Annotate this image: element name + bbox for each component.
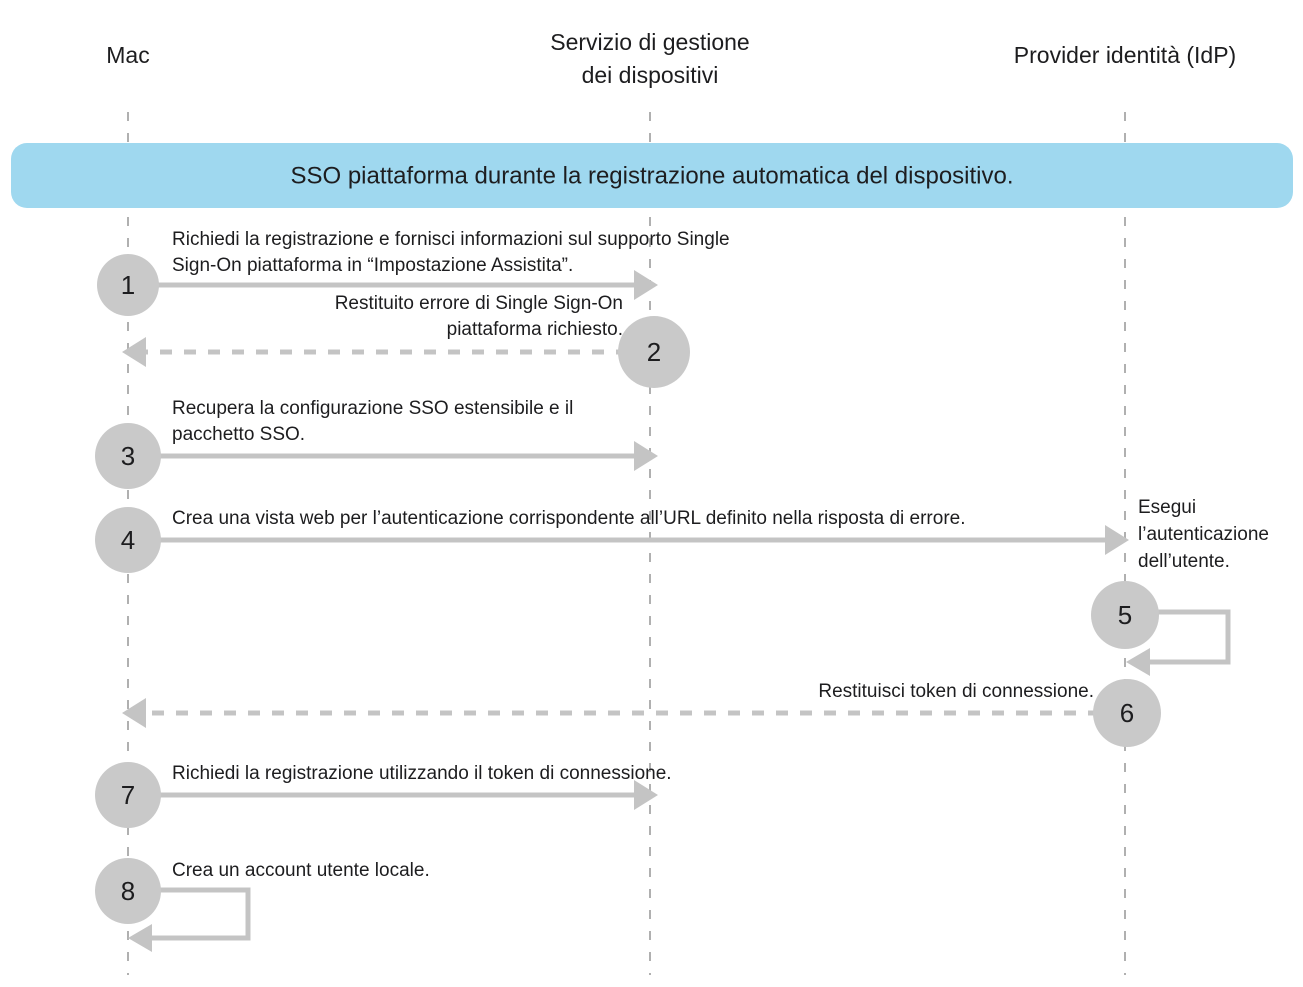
- step-5-arrow-head: [1126, 648, 1150, 676]
- step-6-label-line-1: Restituisci token di connessione.: [818, 681, 1094, 702]
- step-3-label-line-1: Recupera la configurazione SSO estensibi…: [172, 398, 573, 419]
- step-5-label-line-1: Esegui: [1138, 497, 1196, 518]
- step-8-arrow-head: [128, 924, 152, 952]
- step-2-badge[interactable]: [618, 316, 690, 388]
- step-6-badge[interactable]: [1093, 679, 1161, 747]
- step-7-arrow-head: [634, 780, 658, 810]
- lane-header-idp: Provider identità (IdP): [1014, 42, 1236, 68]
- lane-header-mdm-line1: Servizio di gestione: [550, 29, 749, 55]
- title-banner-label: SSO piattaforma durante la registrazione…: [290, 162, 1013, 189]
- step-1-label-line-1: Richiedi la registrazione e fornisci inf…: [172, 229, 730, 250]
- step-5-badge[interactable]: [1091, 581, 1159, 649]
- step-4-number: 4: [121, 525, 135, 555]
- step-8-badge[interactable]: [95, 858, 161, 924]
- step-2[interactable]: Restituito errore di Single Sign-On piat…: [122, 293, 690, 388]
- step-6[interactable]: Restituisci token di connessione. 6: [122, 679, 1161, 747]
- step-3-number: 3: [121, 441, 135, 471]
- step-3-arrow-head: [634, 441, 658, 471]
- step-4[interactable]: Crea una vista web per l’autenticazione …: [95, 507, 1129, 573]
- step-5-number: 5: [1118, 600, 1132, 630]
- step-1[interactable]: Richiedi la registrazione e fornisci inf…: [97, 229, 730, 316]
- lane-header-mdm-line2: dei dispositivi: [582, 62, 719, 88]
- step-1-number: 1: [121, 270, 135, 300]
- step-2-arrow-head: [122, 337, 146, 367]
- step-5-label-line-3: dell’utente.: [1138, 551, 1230, 572]
- step-3-badge[interactable]: [95, 423, 161, 489]
- lifelines: [127, 112, 1126, 975]
- step-2-label-line-2: piattaforma richiesto.: [447, 319, 623, 340]
- title-banner: SSO piattaforma durante la registrazione…: [11, 143, 1293, 208]
- step-1-label-line-2: Sign-On piattaforma in “Impostazione Ass…: [172, 255, 573, 276]
- step-7-badge[interactable]: [95, 762, 161, 828]
- step-4-arrow-head: [1105, 525, 1129, 555]
- step-4-badge[interactable]: [95, 507, 161, 573]
- step-5-loop-line: [1150, 609, 1231, 665]
- step-8-loop-line: [152, 887, 251, 941]
- step-8-label-line-1: Crea un account utente locale.: [172, 860, 430, 881]
- title-banner-background: [11, 143, 1293, 208]
- step-6-number: 6: [1120, 698, 1134, 728]
- step-6-arrow-head: [122, 698, 146, 728]
- step-1-badge[interactable]: [97, 254, 159, 316]
- step-3[interactable]: Recupera la configurazione SSO estensibi…: [95, 398, 658, 489]
- step-2-number: 2: [647, 337, 661, 367]
- step-8[interactable]: Crea un account utente locale. 8: [95, 858, 430, 952]
- lane-header-mac: Mac: [106, 42, 149, 68]
- step-7-number: 7: [121, 780, 135, 810]
- step-5-label-line-2: l’autenticazione: [1138, 524, 1269, 545]
- step-2-label-line-1: Restituito errore di Single Sign-On: [335, 293, 623, 314]
- step-4-label-line-1: Crea una vista web per l’autenticazione …: [172, 508, 966, 529]
- lane-headers: Mac Servizio di gestione dei dispositivi…: [106, 29, 1236, 88]
- step-7-label-line-1: Richiedi la registrazione utilizzando il…: [172, 763, 672, 784]
- step-3-label-line-2: pacchetto SSO.: [172, 424, 305, 445]
- step-7[interactable]: Richiedi la registrazione utilizzando il…: [95, 762, 672, 828]
- step-5[interactable]: Esegui l’autenticazione dell’utente. 5: [1091, 497, 1269, 676]
- step-1-arrow-head: [634, 270, 658, 300]
- step-8-number: 8: [121, 876, 135, 906]
